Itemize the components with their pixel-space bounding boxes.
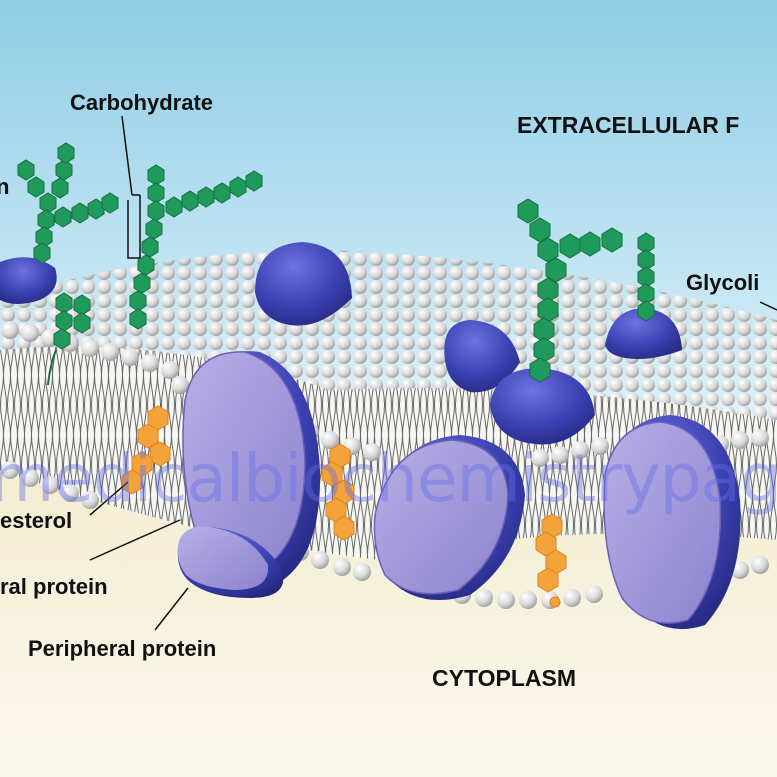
label-extracellular-fluid: EXTRACELLULAR F	[517, 112, 740, 138]
label-glycolipid: Glycoli	[686, 270, 760, 295]
integral-protein-right	[603, 415, 741, 630]
glycolipid-head	[605, 308, 682, 359]
integral-protein-center	[373, 435, 525, 600]
lower-head-row	[1, 461, 769, 609]
label-cholesterol: esterol	[0, 508, 73, 533]
leader-lines	[89, 115, 777, 631]
peripheral-protein	[177, 526, 284, 598]
surface-protein-left	[0, 257, 57, 304]
carbohydrate-chain-glycoprotein	[517, 198, 623, 383]
surface-protein-glycoprotein	[444, 320, 595, 445]
label-carbohydrate: Carbohydrate	[70, 90, 214, 115]
cholesterol-molecule-left	[121, 405, 171, 495]
watermark: medicalbiochemistrypage	[0, 440, 777, 517]
label-left-edge-fragment: n	[0, 174, 10, 199]
integral-protein-left	[182, 351, 321, 587]
cholesterol-molecule-right	[535, 513, 567, 608]
cholesterol-molecule-center	[321, 443, 355, 541]
carbohydrate-chain-center	[129, 164, 263, 330]
carbohydrate-chain-small	[47, 292, 91, 386]
label-integral-protein: ral protein	[0, 574, 108, 599]
surface-protein-center	[255, 242, 352, 326]
carbohydrate-chain-glycolipid	[637, 232, 655, 322]
upper-head-row	[1, 321, 769, 467]
label-peripheral-protein: Peripheral protein	[28, 636, 217, 661]
label-cytoplasm: CYTOPLASM	[432, 665, 576, 691]
carbohydrate-chain-left	[17, 142, 119, 264]
